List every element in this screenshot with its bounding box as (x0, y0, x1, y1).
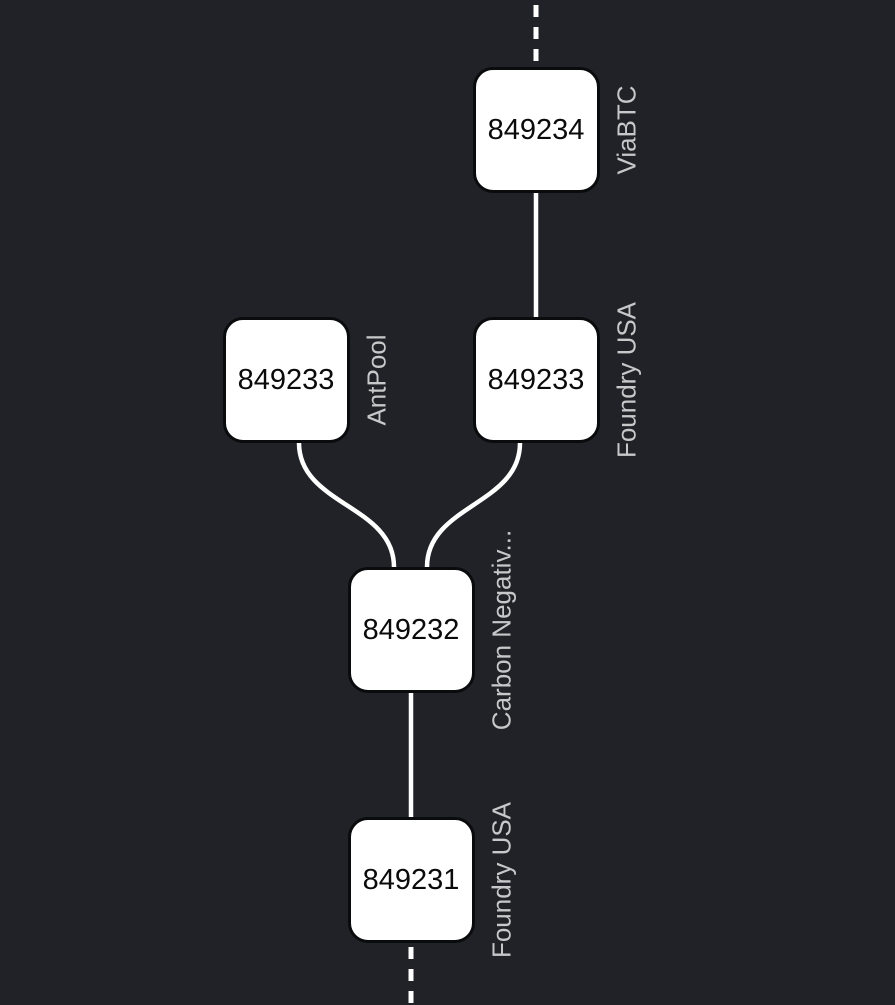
edge-849233-antpool-849232 (296, 442, 397, 568)
block-height-label: 849233 (487, 363, 585, 396)
pool-label-foundry-usa: Foundry USA (611, 301, 641, 459)
block-node-849232[interactable]: 849232 (347, 567, 475, 693)
block-height-label: 849231 (362, 863, 460, 896)
pool-label-viabtc: ViaBTC (611, 85, 641, 175)
block-height-label: 849233 (237, 363, 335, 396)
pool-label-carbon-negative: Carbon Negativ... (486, 529, 516, 731)
block-node-849231[interactable]: 849231 (347, 817, 475, 943)
pool-label-antpool: AntPool (361, 334, 391, 426)
block-height-label: 849232 (362, 613, 460, 646)
block-height-label: 849234 (487, 113, 585, 146)
block-node-849233-antpool[interactable]: 849233 (222, 317, 350, 443)
pool-label-foundry-usa-2: Foundry USA (486, 801, 516, 959)
block-node-849233-foundry[interactable]: 849233 (472, 317, 600, 443)
block-node-849234[interactable]: 849234 (472, 67, 600, 193)
edge-849233-foundry-849232 (424, 442, 523, 568)
